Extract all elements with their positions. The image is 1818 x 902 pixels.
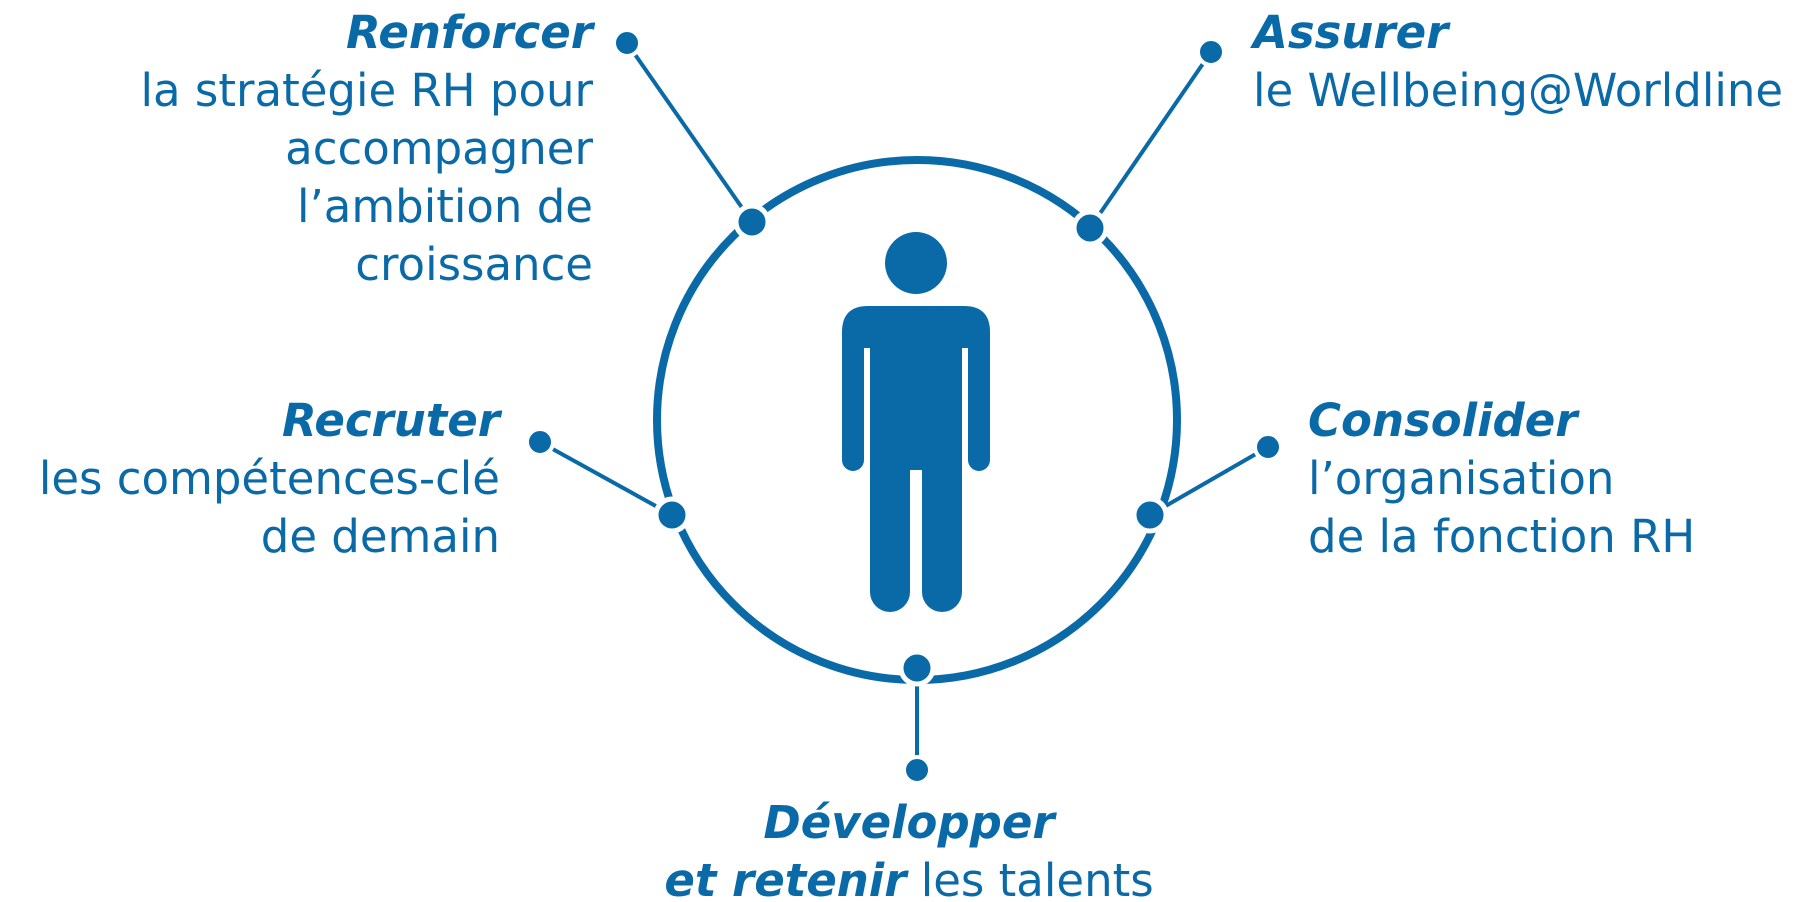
node-renforcer-line-2: accompagner — [285, 122, 593, 175]
node-developper-keyword: Développer — [763, 796, 1055, 849]
connector-renforcer — [612, 28, 771, 241]
node-recruter: Recruter les compétences-clé de demain — [39, 392, 500, 566]
node-developper-keyword-2: et retenir — [664, 854, 907, 902]
node-consolider-keyword: Consolider — [1308, 394, 1578, 447]
node-recruter-line-1: les compétences-clé — [38, 452, 500, 505]
node-consolider: Consolider l’organisation de la fonction… — [1308, 392, 1695, 566]
node-developper-rest: les talents — [906, 854, 1154, 902]
node-assurer-keyword: Assurer — [1253, 6, 1449, 59]
node-renforcer-line-3: l’ambition de — [296, 180, 593, 233]
connector-developper — [898, 649, 936, 785]
node-consolider-line-2: de la fonction RH — [1308, 510, 1696, 563]
node-assurer: Assurer le Wellbeing@Worldline — [1253, 4, 1783, 120]
node-developper: Développer et retenir les talents — [0, 794, 1818, 902]
node-assurer-line-1: le Wellbeing@Worldline — [1253, 64, 1784, 117]
node-renforcer-line-4: croissance — [355, 238, 593, 291]
node-developper-line-1: et retenir les talents — [0, 852, 1818, 902]
connector-consolider — [1131, 432, 1283, 534]
node-renforcer-line-1: la stratégie RH pour — [140, 64, 593, 117]
node-renforcer: Renforcer la stratégie RH pour accompagn… — [141, 4, 593, 294]
connector-assurer — [1071, 37, 1226, 247]
person-icon — [842, 232, 990, 612]
connector-recruter — [525, 427, 691, 534]
node-renforcer-keyword: Renforcer — [345, 6, 593, 59]
node-recruter-line-2: de demain — [260, 510, 500, 563]
node-recruter-keyword: Recruter — [281, 394, 500, 447]
node-consolider-line-1: l’organisation — [1308, 452, 1615, 505]
